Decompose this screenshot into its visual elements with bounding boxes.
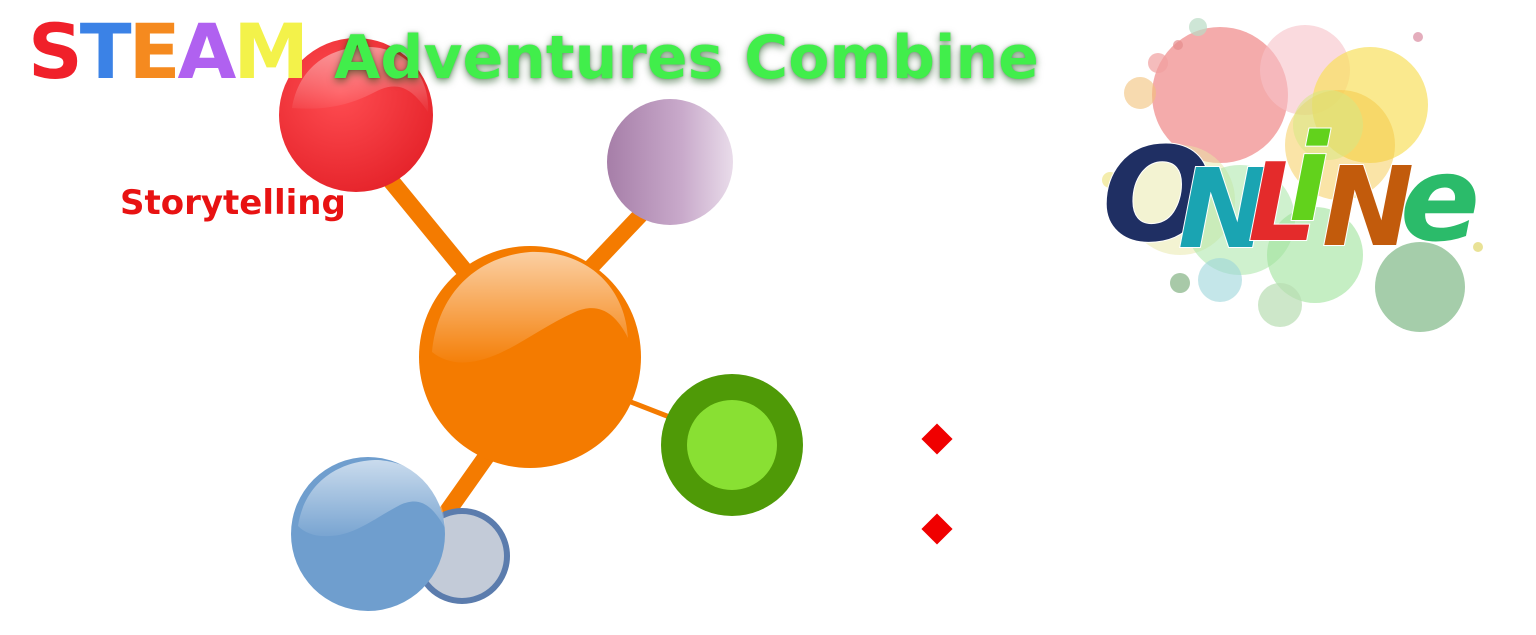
svg-text:e: e [1400, 130, 1480, 268]
svg-text:O: O [1102, 119, 1213, 271]
atom-lilac [607, 99, 733, 225]
atom-green [661, 374, 803, 516]
title-letter-a: A [177, 7, 237, 96]
atom-blue [291, 457, 445, 611]
online-logo: O N L i N e [1101, 18, 1483, 332]
title-letter-e: E [128, 7, 181, 96]
online-bubbles [1102, 18, 1483, 332]
page-title: S T E A M Adventures Combine [28, 14, 1039, 104]
atom-orange [419, 246, 641, 468]
storytelling-label: Storytelling [120, 183, 346, 223]
svg-text:i: i [1288, 110, 1331, 249]
atom-red [279, 38, 433, 192]
svg-text:N: N [1322, 143, 1414, 271]
title-letter-t: T [79, 7, 132, 96]
title-text: Adventures Combine [333, 23, 1039, 93]
title-letter-m: M [233, 7, 309, 96]
svg-text:N: N [1178, 145, 1270, 273]
online-letters: O N L i N e [1101, 109, 1481, 274]
svg-text:L: L [1248, 141, 1317, 266]
title-letter-s: S [28, 7, 83, 96]
